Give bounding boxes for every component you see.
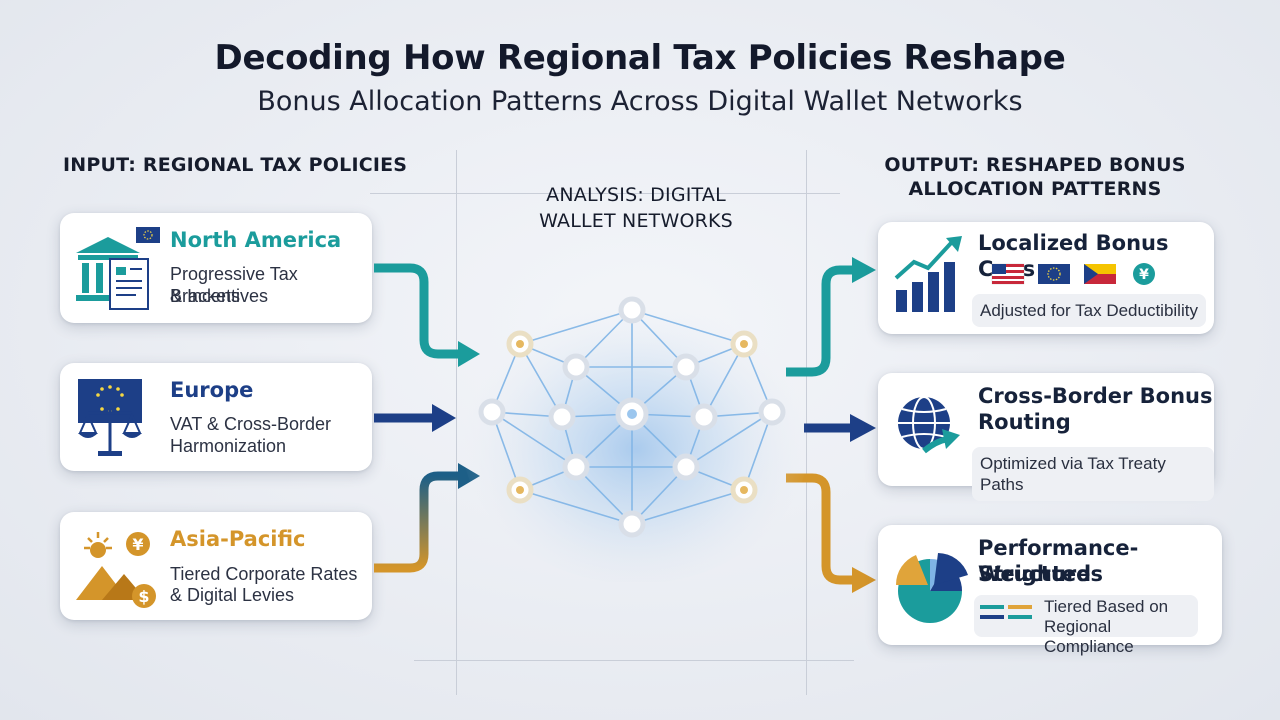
output-note-box: Tiered Based on Regional Compliance [974, 595, 1198, 656]
page-title: Decoding How Regional Tax Policies Resha… [214, 38, 1066, 78]
region-name: Europe [170, 378, 254, 402]
tier-bars-icon [980, 605, 1032, 619]
region-card-europe: Europe VAT & Cross-Border Harmonization [60, 363, 372, 471]
arrowhead [432, 404, 456, 432]
grid-line [456, 150, 457, 695]
region-description-line1: Tiered Corporate Rates [170, 564, 358, 584]
region-description-line1: Progressive Tax Brackets [170, 264, 298, 306]
arrowhead [850, 414, 876, 442]
grid-line [414, 660, 854, 661]
output-note: Adjusted for Tax Deductibility [972, 294, 1206, 327]
digital-wallet-network-graphic [461, 284, 811, 582]
yen-coin-symbol: ¥ [1139, 267, 1149, 283]
government-building-icon [76, 227, 160, 310]
output-heading-line1: OUTPUT: RESHAPED BONUS [884, 154, 1186, 176]
eu-scales-icon [78, 379, 142, 456]
arrowhead [458, 341, 480, 367]
pie-chart-icon [895, 553, 968, 623]
output-heading-line2: ALLOCATION PATTERNS [908, 178, 1162, 200]
output-title-line2: Structures [978, 562, 1104, 586]
region-name: Asia-Pacific [170, 527, 306, 551]
dollar-symbol: $ [138, 587, 149, 606]
region-description-line2: & Incentives [170, 286, 269, 306]
grid-line [370, 193, 840, 194]
output-note: Optimized via Tax Treaty Paths [972, 447, 1214, 501]
arrow-north-america [374, 263, 458, 359]
output-card-localized-bonus-caps: Localized Bonus Caps ¥ Adjusted for Tax … [878, 222, 1214, 334]
region-card-north-america: North America Progressive Tax Brackets &… [60, 213, 372, 323]
input-heading: INPUT: REGIONAL TAX POLICIES [63, 154, 408, 176]
output-title-line2: Routing [978, 410, 1071, 434]
output-note-line1: Tiered Based on [1044, 597, 1169, 616]
output-card-performance-weighted: Performance-Weighted Structures Tiered B… [878, 525, 1222, 656]
region-description-line1: VAT & Cross-Border [170, 414, 332, 434]
regional-flag-icon [1084, 264, 1116, 284]
region-name: North America [170, 228, 342, 252]
arrowhead [852, 257, 876, 283]
arrow-to-performance [786, 473, 852, 585]
us-flag-icon [991, 263, 1025, 285]
page-subtitle: Bonus Allocation Patterns Across Digital… [257, 86, 1023, 117]
yen-coin-icon: ¥ [1133, 263, 1155, 285]
growth-bar-chart-icon [894, 236, 962, 312]
output-title-line1: Performance-Weighted [978, 536, 1139, 586]
sun-mountain-currency-icon: ¥ $ [76, 532, 156, 608]
currency-flags: ¥ [991, 263, 1155, 285]
arrow-to-localized-caps [786, 265, 852, 377]
eu-flag-icon [1038, 264, 1070, 284]
region-description-line2: Harmonization [170, 436, 287, 456]
output-card-cross-border-routing: Cross-Border Bonus Routing Optimized via… [878, 373, 1214, 501]
region-card-asia-pacific: ¥ $ Asia-Pacific Tiered Corporate Rates … [60, 512, 372, 620]
arrow-asia-pacific [374, 471, 458, 573]
region-description-line2: & Digital Levies [170, 585, 295, 605]
analysis-heading-line2: WALLET NETWORKS [539, 210, 733, 232]
output-note-line2: Regional Compliance [1044, 617, 1134, 656]
output-title-line1: Cross-Border Bonus [978, 384, 1213, 408]
globe-arrow-icon [898, 396, 960, 454]
analysis-heading-line1: ANALYSIS: DIGITAL [546, 184, 726, 206]
network-nodes [478, 296, 786, 538]
yen-symbol: ¥ [132, 535, 143, 554]
arrowhead [852, 567, 876, 593]
